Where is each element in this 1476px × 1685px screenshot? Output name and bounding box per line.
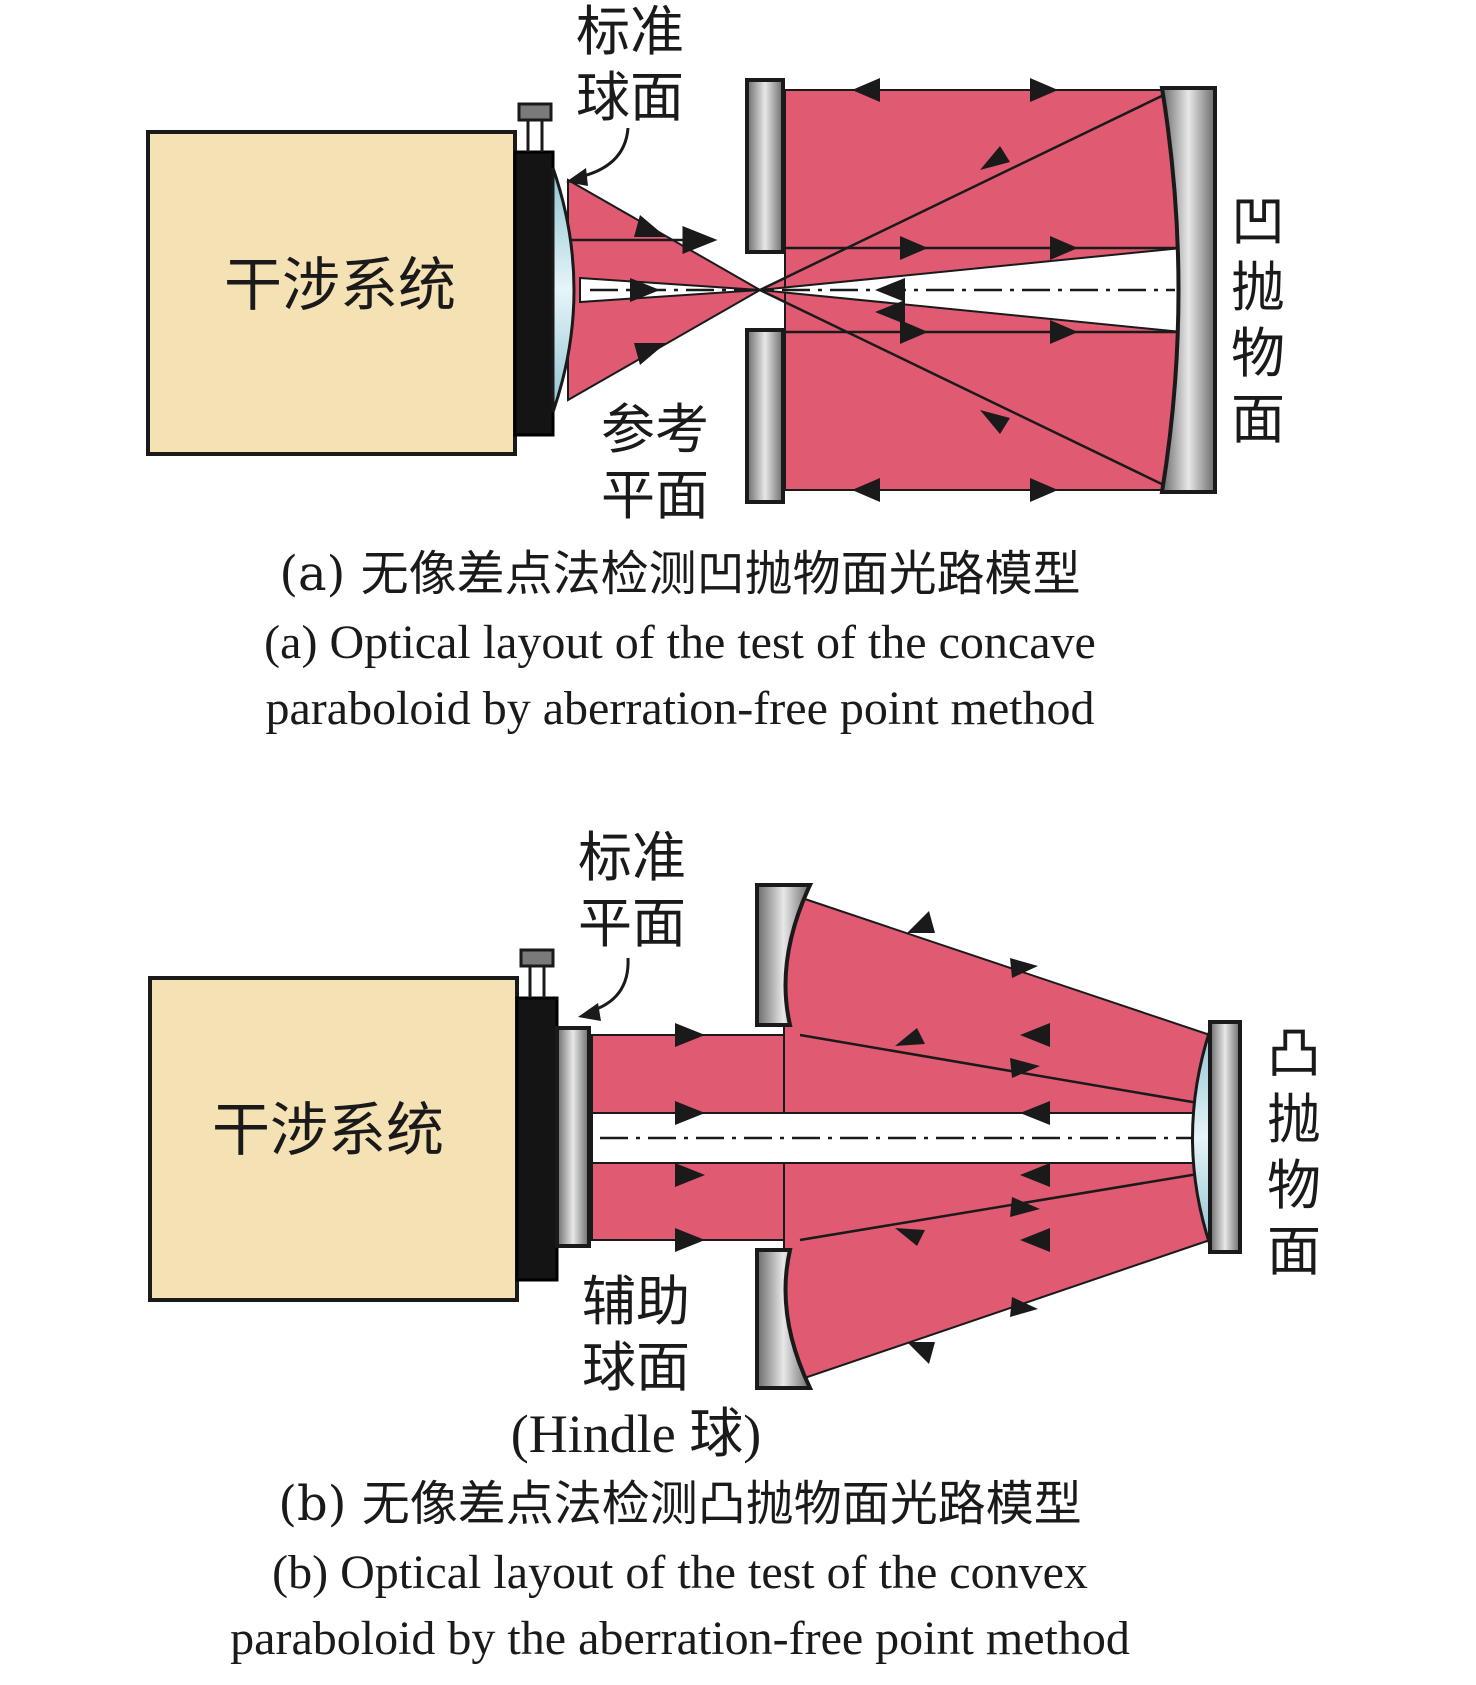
label-concave-1: 凹 (1231, 190, 1285, 253)
caption-cn-a: (a) 无像差点法检测凹抛物面光路模型 (279, 546, 1080, 602)
label-concave-4: 面 (1231, 388, 1285, 451)
standard-sphere-lens-a (551, 167, 576, 413)
pointer-b (587, 957, 630, 1014)
label-concave-3: 物 (1231, 322, 1285, 385)
caption-en-a-line2: paraboloid by aberration-free point meth… (265, 682, 1094, 735)
label-reference-flat-1: 参考 (601, 398, 709, 461)
concave-paraboloid-mirror (1159, 86, 1217, 494)
arrows-b (675, 911, 1050, 1364)
label-convex-2: 抛 (1267, 1088, 1321, 1151)
hindle-sphere-bottom (755, 1248, 814, 1390)
knob-b (519, 948, 555, 968)
interferometer-label-b: 干涉系统 (212, 1096, 444, 1164)
figure-b: 干涉系统 标准 平面 辅助 球面 (Hindle 球) 凸 抛 物 面 (b) … (148, 826, 1321, 1665)
beam-b-rays (799, 1033, 1211, 1242)
label-concave-2: 抛 (1231, 256, 1285, 319)
label-convex-4: 面 (1267, 1220, 1321, 1283)
figure-a: 干涉系统 标准 球面 参考 平面 凹 抛 物 面 (a) 无像差点法检测凹抛物面… (146, 0, 1285, 735)
reference-flat-bottom-a (745, 328, 785, 504)
hindle-sphere-top (755, 883, 814, 1027)
caption-en-a-line1: (a) Optical layout of the test of the co… (264, 616, 1096, 669)
reference-flat-top-a (745, 78, 785, 254)
label-standard-sphere-1: 标准 (576, 0, 684, 63)
caption-en-b-line2: paraboloid by the aberration-free point … (230, 1612, 1130, 1665)
label-convex-3: 物 (1267, 1154, 1321, 1217)
label-standard-sphere-2: 球面 (576, 66, 684, 129)
knob-a (517, 102, 553, 122)
label-reference-flat-2: 平面 (601, 464, 709, 527)
label-aux-sphere-1: 辅助 (582, 1270, 690, 1333)
interferometer-label-a: 干涉系统 (224, 251, 456, 319)
caption-en-b-line1: (b) Optical layout of the test of the co… (272, 1546, 1088, 1599)
convex-paraboloid-lens (1191, 1029, 1212, 1246)
mount-b (515, 996, 559, 1282)
label-standard-flat-1: 标准 (578, 826, 686, 889)
label-aux-sphere-3: (Hindle 球) (511, 1404, 761, 1464)
caption-cn-b: (b) 无像差点法检测凸抛物面光路模型 (278, 1476, 1081, 1532)
label-convex-1: 凸 (1267, 1022, 1321, 1085)
convex-paraboloid-mirror (1208, 1020, 1242, 1254)
beam-a-rays (568, 90, 1180, 490)
interferometer-box-b (148, 976, 519, 1302)
beam-b (591, 890, 1211, 1387)
mount-a (513, 150, 555, 437)
standard-flat-b (555, 1026, 591, 1248)
label-standard-flat-2: 平面 (578, 892, 686, 955)
label-aux-sphere-2: 球面 (582, 1336, 690, 1399)
